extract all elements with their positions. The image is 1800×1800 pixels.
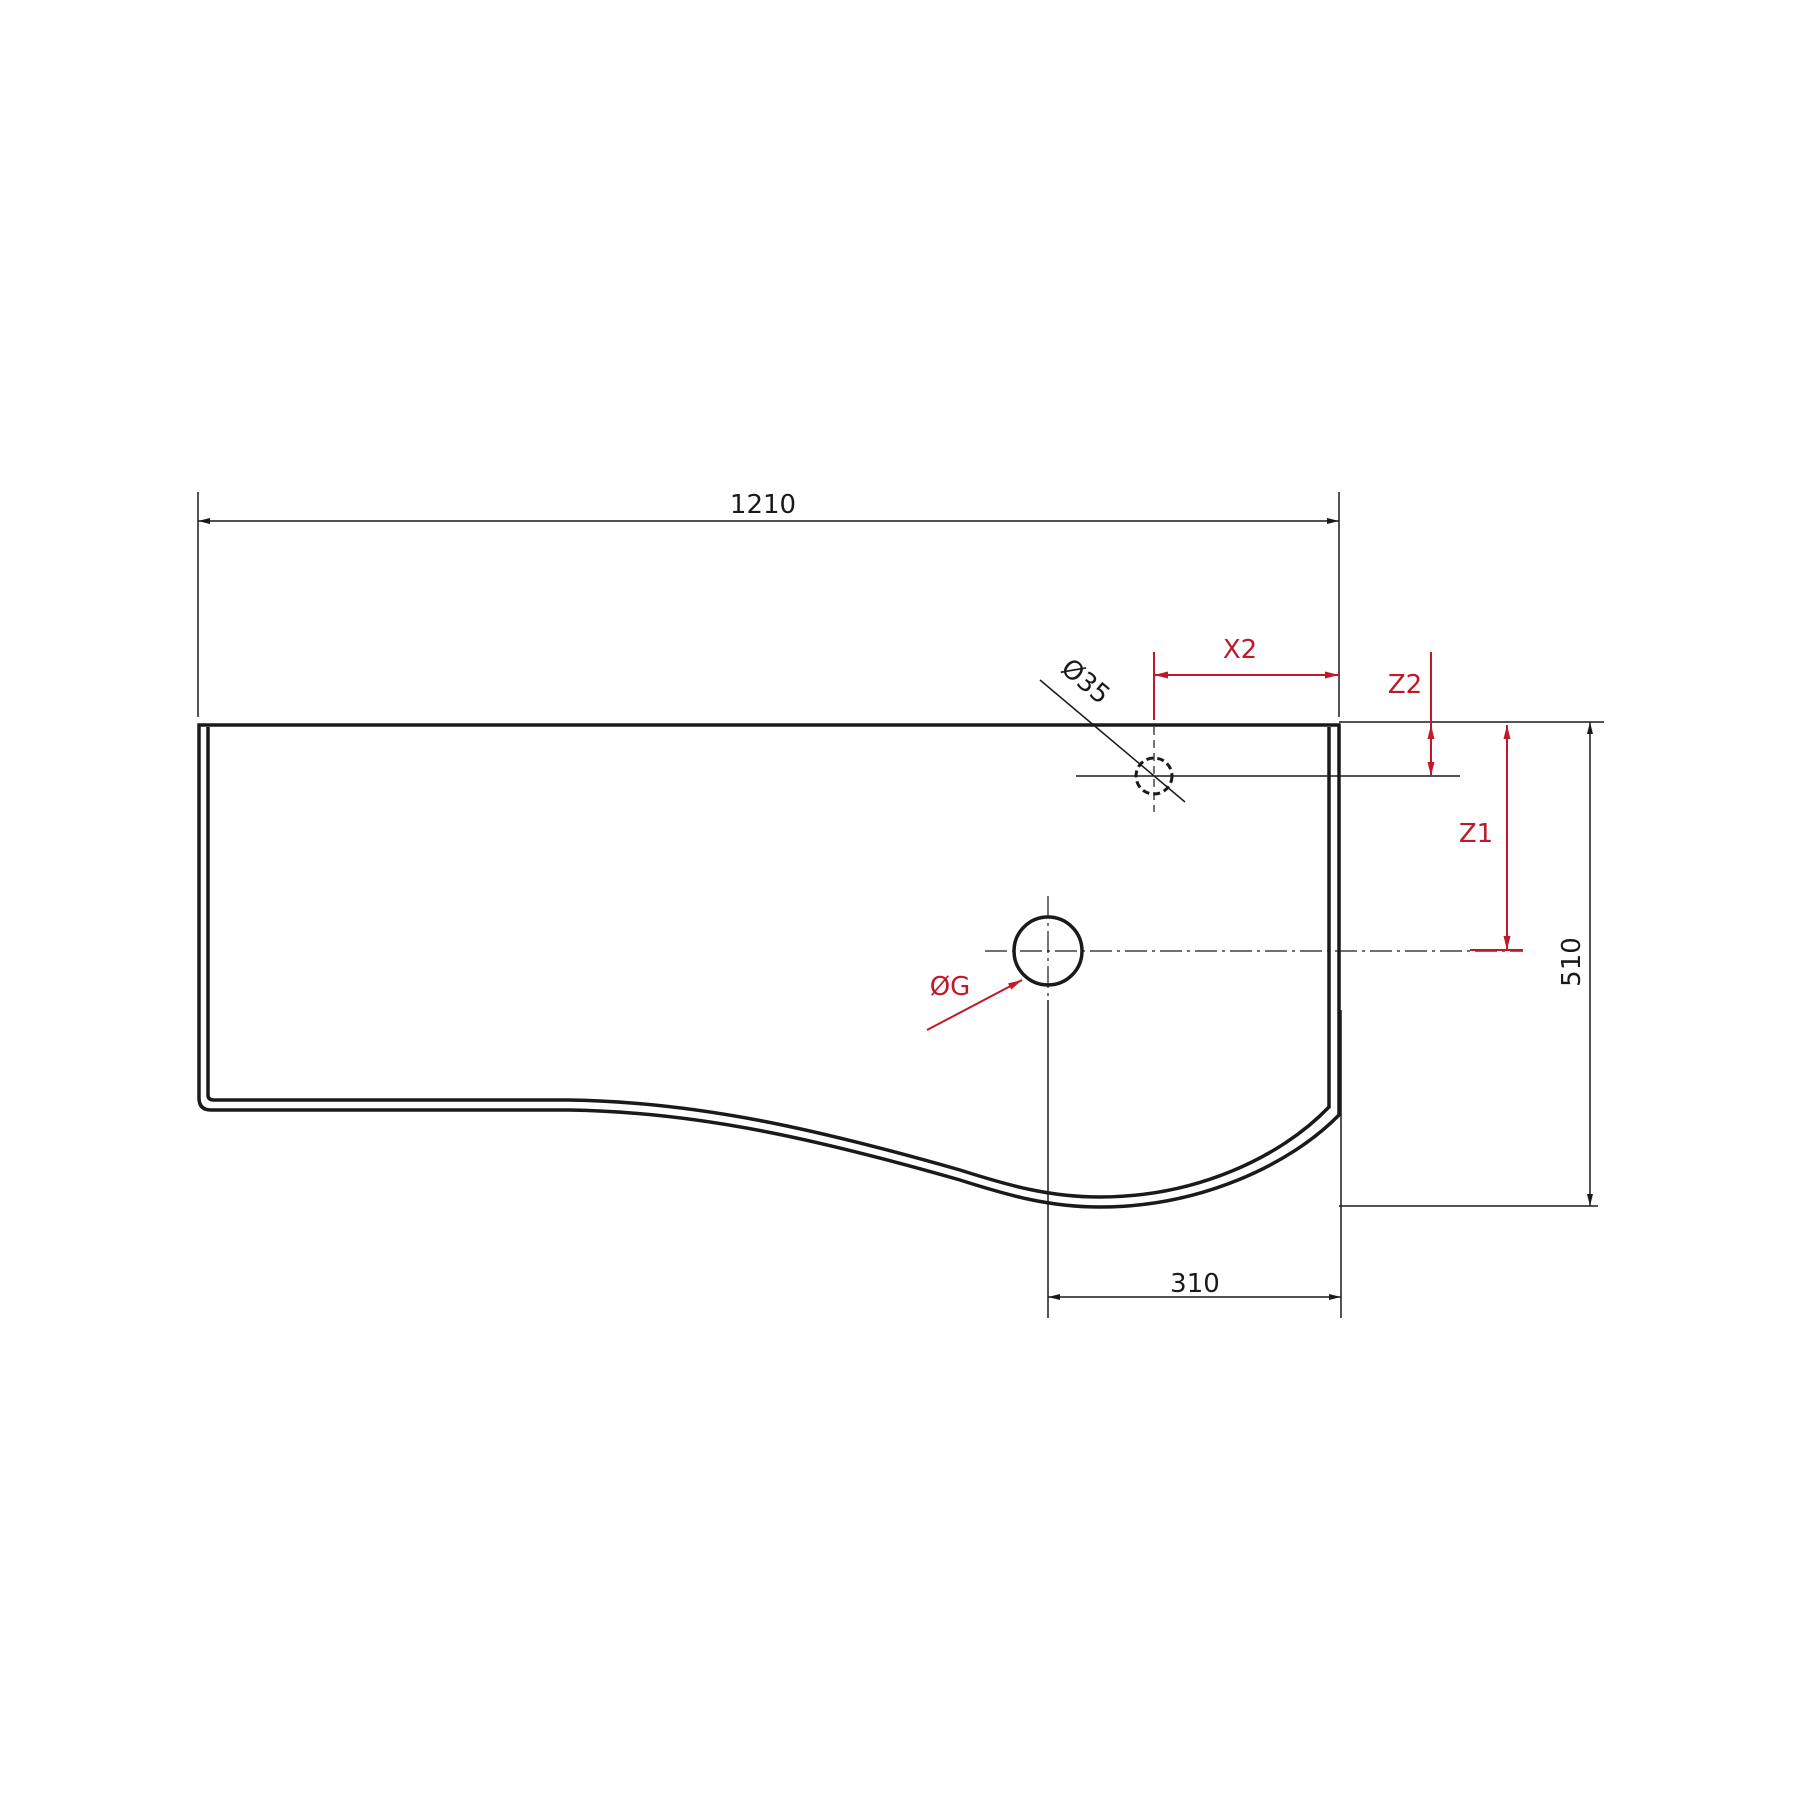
x2-label: X2 [1223,635,1257,665]
dimension-x2: X2 [1153,635,1339,720]
basin-outline [197,723,1341,1209]
drain-offset-label: 310 [1170,1269,1220,1299]
dimension-drain-diameter: ØG [926,972,1023,1031]
dimension-width: 1210 [197,490,1340,717]
width-label: 1210 [730,490,796,520]
z2-label: Z2 [1388,670,1422,700]
tap-diameter-label: Ø35 [1055,653,1115,710]
z1-label: Z1 [1459,819,1493,849]
dimension-depth: 510 [1339,721,1604,1207]
dimension-z1: Z1 [1459,725,1523,951]
drain-diameter-label: ØG [930,972,971,1002]
drain-hole [985,896,1523,1000]
depth-label: 510 [1557,937,1587,987]
dimension-drain-offset: 310 [1047,1000,1342,1318]
dimension-z2: Z2 [1388,652,1435,776]
